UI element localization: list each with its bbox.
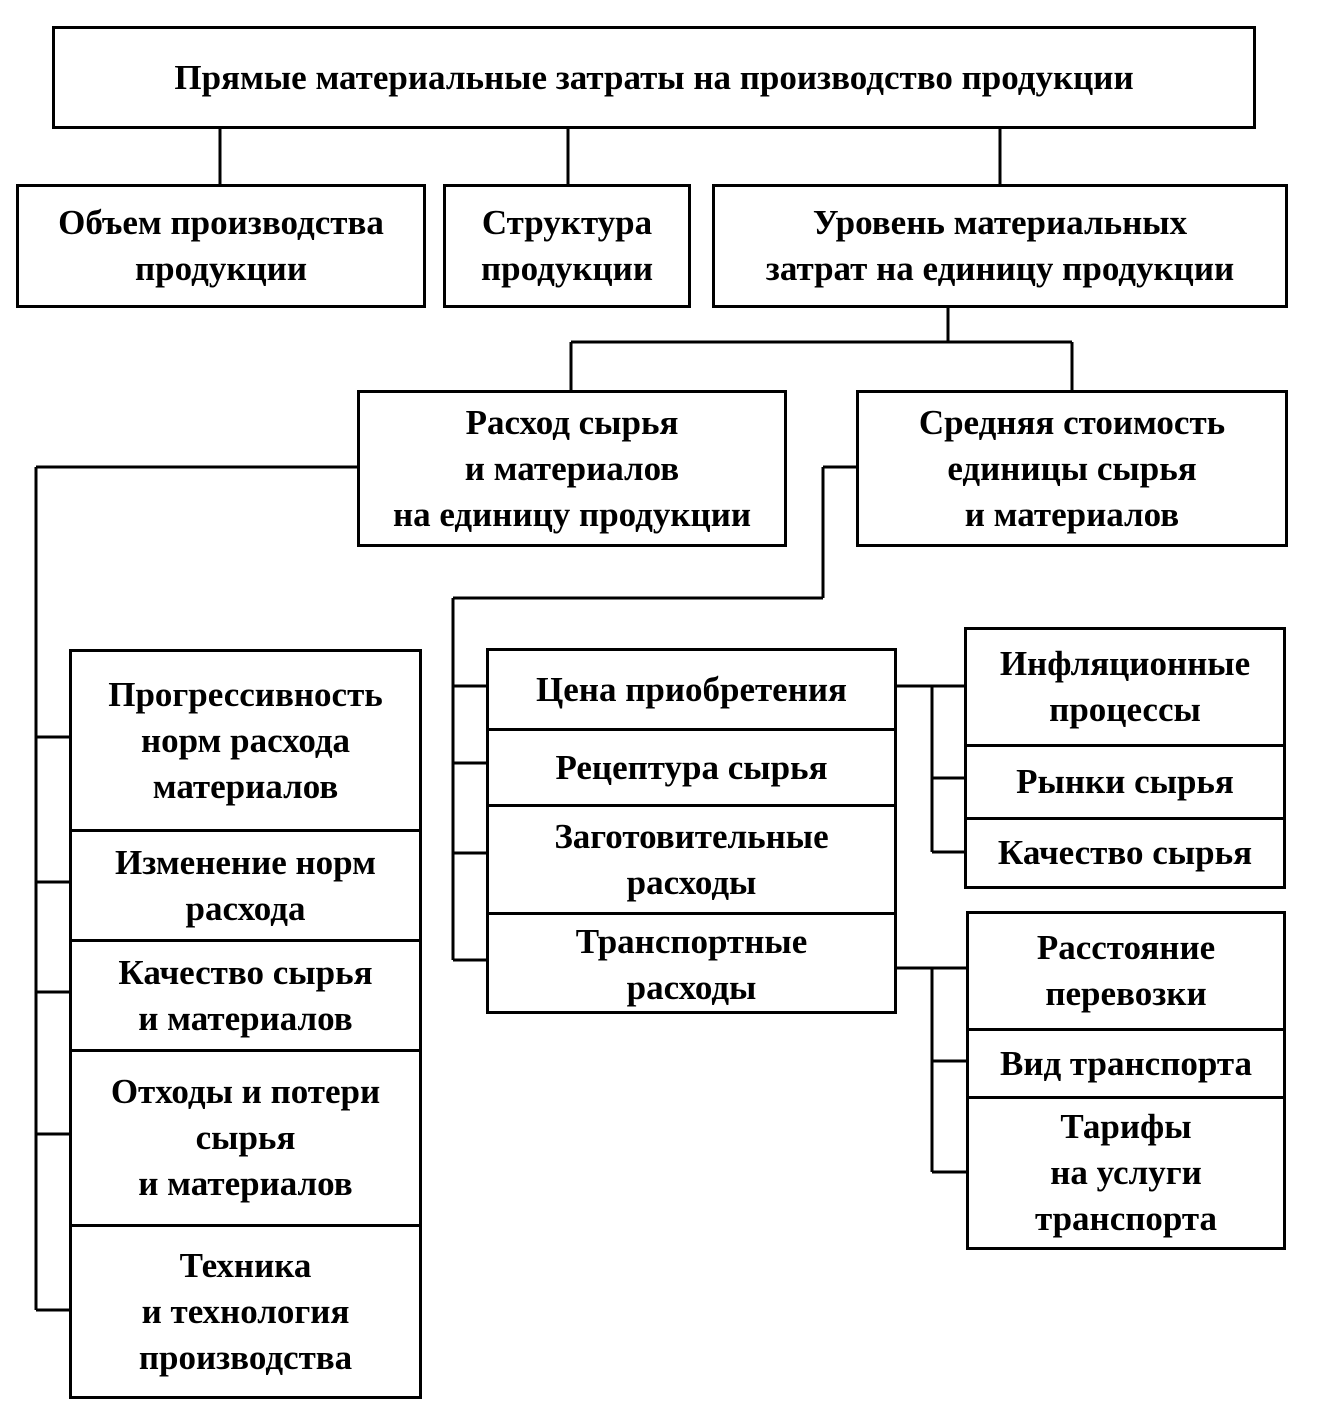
root-box: Прямые материальные затраты на производс… bbox=[52, 26, 1256, 129]
factor-raw-markets: Рынки сырья bbox=[967, 744, 1283, 817]
material-consumption-line-1: Расход сырья bbox=[465, 402, 679, 442]
factor-transport-distance-line-2: перевозки bbox=[1045, 974, 1207, 1013]
factor-raw-recipe: Рецептура сырья bbox=[489, 728, 894, 804]
average-material-cost-line-3: и материалов bbox=[964, 494, 1180, 534]
factor-inflation-line-1: Инфляционные bbox=[999, 644, 1251, 683]
factor-raw-quality: Качество сырья bbox=[967, 817, 1283, 886]
factor-production-technology-line-3: производства bbox=[138, 1337, 353, 1377]
factor-material-quality-line-1: Качество сырья bbox=[118, 952, 373, 992]
factor-norm-changes-line-1: Изменение норм bbox=[115, 842, 376, 882]
root-label: Прямые материальные затраты на производс… bbox=[174, 57, 1134, 97]
factor-production-technology-line-2: и технология bbox=[141, 1291, 350, 1331]
factor-progressive-norms-line-1: Прогрессивность bbox=[108, 674, 383, 714]
factor-raw-recipe-line-1: Рецептура сырья bbox=[555, 747, 828, 787]
factor-transport-costs-line-2: расходы bbox=[626, 968, 757, 1007]
material-consumption-line-2: и материалов bbox=[464, 448, 680, 488]
factor-transport-distance-line-1: Расстояние bbox=[1036, 928, 1216, 967]
cost-factors-stack: Цена приобретения Рецептура сырья Загото… bbox=[486, 648, 897, 1014]
factor-waste-losses-line-3: и материалов bbox=[138, 1164, 353, 1203]
price-factors-stack: Инфляционные процессы Рынки сырья Качест… bbox=[964, 627, 1286, 889]
production-volume-line-1: Объем производства bbox=[58, 203, 384, 242]
factor-progressive-norms-line-2: норм расхода bbox=[140, 720, 351, 760]
unit-cost-level-line-2: затрат на единицу продукции bbox=[765, 249, 1235, 288]
production-volume-box: Объем производства продукции bbox=[16, 184, 426, 308]
factor-material-quality-line-2: и материалов bbox=[138, 998, 353, 1038]
factor-inflation: Инфляционные процессы bbox=[967, 630, 1283, 744]
factor-transport-type: Вид транспорта bbox=[969, 1028, 1283, 1096]
product-structure-box: Структура продукции bbox=[443, 184, 691, 308]
material-consumption-line-3: на единицу продукции bbox=[392, 494, 752, 534]
factor-transport-tariffs-line-3: транспорта bbox=[1034, 1199, 1218, 1238]
factor-procurement-costs-line-2: расходы bbox=[626, 862, 757, 902]
factor-waste-losses: Отходы и потери сырья и материалов bbox=[72, 1049, 419, 1224]
factor-transport-tariffs: Тарифы на услуги транспорта bbox=[969, 1096, 1283, 1247]
product-structure-line-1: Структура bbox=[481, 203, 653, 242]
factor-transport-tariffs-line-2: на услуги bbox=[1050, 1153, 1202, 1192]
product-structure-line-2: продукции bbox=[481, 249, 653, 288]
factor-norm-changes: Изменение норм расхода bbox=[72, 829, 419, 939]
transport-factors-stack: Расстояние перевозки Вид транспорта Тари… bbox=[966, 911, 1286, 1250]
factor-transport-tariffs-line-1: Тарифы bbox=[1060, 1107, 1192, 1146]
factor-waste-losses-line-1: Отходы и потери bbox=[110, 1072, 381, 1111]
factor-raw-markets-line-1: Рынки сырья bbox=[1016, 762, 1234, 801]
average-material-cost-box: Средняя стоимость единицы сырья и матери… bbox=[856, 390, 1288, 547]
unit-cost-level-line-1: Уровень материальных bbox=[812, 203, 1188, 242]
factor-purchase-price-line-1: Цена приобретения bbox=[536, 669, 847, 709]
factor-waste-losses-line-2: сырья bbox=[195, 1118, 296, 1157]
factor-transport-costs: Транспортные расходы bbox=[489, 912, 894, 1011]
factor-progressive-norms-line-3: материалов bbox=[152, 766, 339, 806]
factor-purchase-price: Цена приобретения bbox=[489, 651, 894, 728]
material-consumption-box: Расход сырья и материалов на единицу про… bbox=[357, 390, 787, 547]
production-volume-line-2: продукции bbox=[135, 249, 307, 288]
factor-transport-costs-line-1: Транспортные bbox=[575, 922, 808, 961]
factor-inflation-line-2: процессы bbox=[1049, 690, 1201, 729]
factor-norm-changes-line-2: расхода bbox=[185, 888, 306, 928]
factor-transport-distance: Расстояние перевозки bbox=[969, 914, 1283, 1028]
factor-procurement-costs: Заготовительные расходы bbox=[489, 804, 894, 912]
consumption-factors-stack: Прогрессивность норм расхода материалов … bbox=[69, 649, 422, 1399]
factor-production-technology-line-1: Техника bbox=[179, 1245, 312, 1285]
factor-procurement-costs-line-1: Заготовительные bbox=[554, 816, 829, 856]
factor-transport-type-line-1: Вид транспорта bbox=[999, 1043, 1253, 1083]
unit-cost-level-box: Уровень материальных затрат на единицу п… bbox=[712, 184, 1288, 308]
factor-material-quality: Качество сырья и материалов bbox=[72, 939, 419, 1049]
factor-raw-quality-line-1: Качество сырья bbox=[997, 833, 1253, 872]
average-material-cost-line-2: единицы сырья bbox=[947, 448, 1197, 488]
factor-production-technology: Техника и технология производства bbox=[72, 1224, 419, 1396]
factor-progressive-norms: Прогрессивность норм расхода материалов bbox=[72, 652, 419, 829]
average-material-cost-line-1: Средняя стоимость bbox=[918, 402, 1226, 442]
